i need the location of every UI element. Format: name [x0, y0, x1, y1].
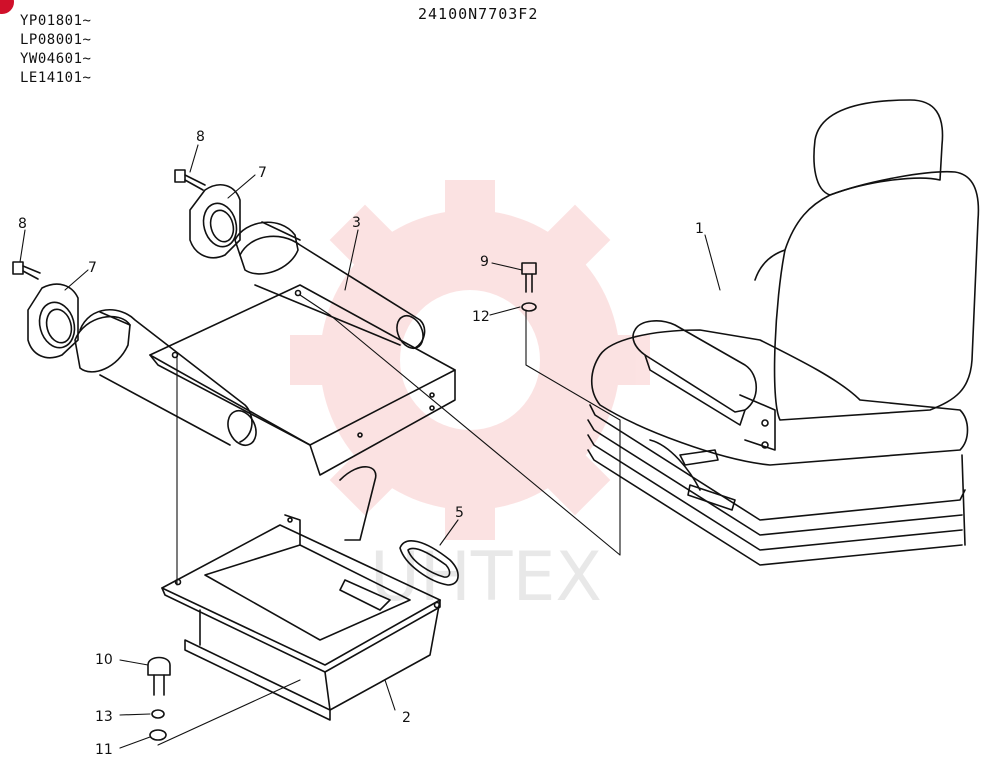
serial-range-4: LE14101~	[20, 70, 92, 86]
bolt-part-10	[147, 656, 171, 696]
flange-part-7-rear	[189, 184, 241, 259]
seat-part-1	[587, 99, 980, 566]
watermark-text: UHTEX	[370, 538, 602, 617]
callout-labels: 1 2 3 5 7 8 7 8 9 12 10 13 11	[18, 129, 704, 758]
bolt-part-8-rear	[174, 169, 206, 191]
callout-1: 1	[695, 221, 704, 237]
bracket-part-3	[74, 221, 456, 541]
washer-part-13	[151, 709, 165, 719]
callout-10: 10	[95, 652, 113, 668]
callout-7-front: 7	[88, 260, 97, 276]
callout-12: 12	[472, 309, 490, 325]
leader-lines	[19, 144, 721, 749]
drawing-number: 24100N7703F2	[418, 5, 539, 23]
serial-range-1: YP01801~	[20, 13, 92, 29]
flange-part-7-front	[27, 283, 79, 359]
assembly-guide-lines	[157, 294, 621, 746]
callout-2: 2	[402, 710, 411, 726]
bolt-part-8-front	[12, 261, 41, 280]
callout-9: 9	[480, 254, 489, 270]
grommet-part-5	[399, 540, 459, 586]
serial-range-3: YW04601~	[20, 51, 92, 67]
serial-range-2: LP08001~	[20, 32, 92, 48]
callout-3: 3	[352, 215, 361, 231]
callout-7-rear: 7	[258, 165, 267, 181]
washer-part-12	[521, 302, 537, 312]
watermark-logo: UHTEX	[290, 180, 650, 617]
bolt-part-9	[521, 262, 537, 293]
callout-8-front: 8	[18, 216, 27, 232]
washer-part-11	[149, 729, 167, 741]
callout-5: 5	[455, 505, 464, 521]
base-frame-part-2	[161, 514, 441, 721]
callout-11: 11	[95, 742, 113, 758]
callout-8-rear: 8	[196, 129, 205, 145]
callout-13: 13	[95, 709, 113, 725]
